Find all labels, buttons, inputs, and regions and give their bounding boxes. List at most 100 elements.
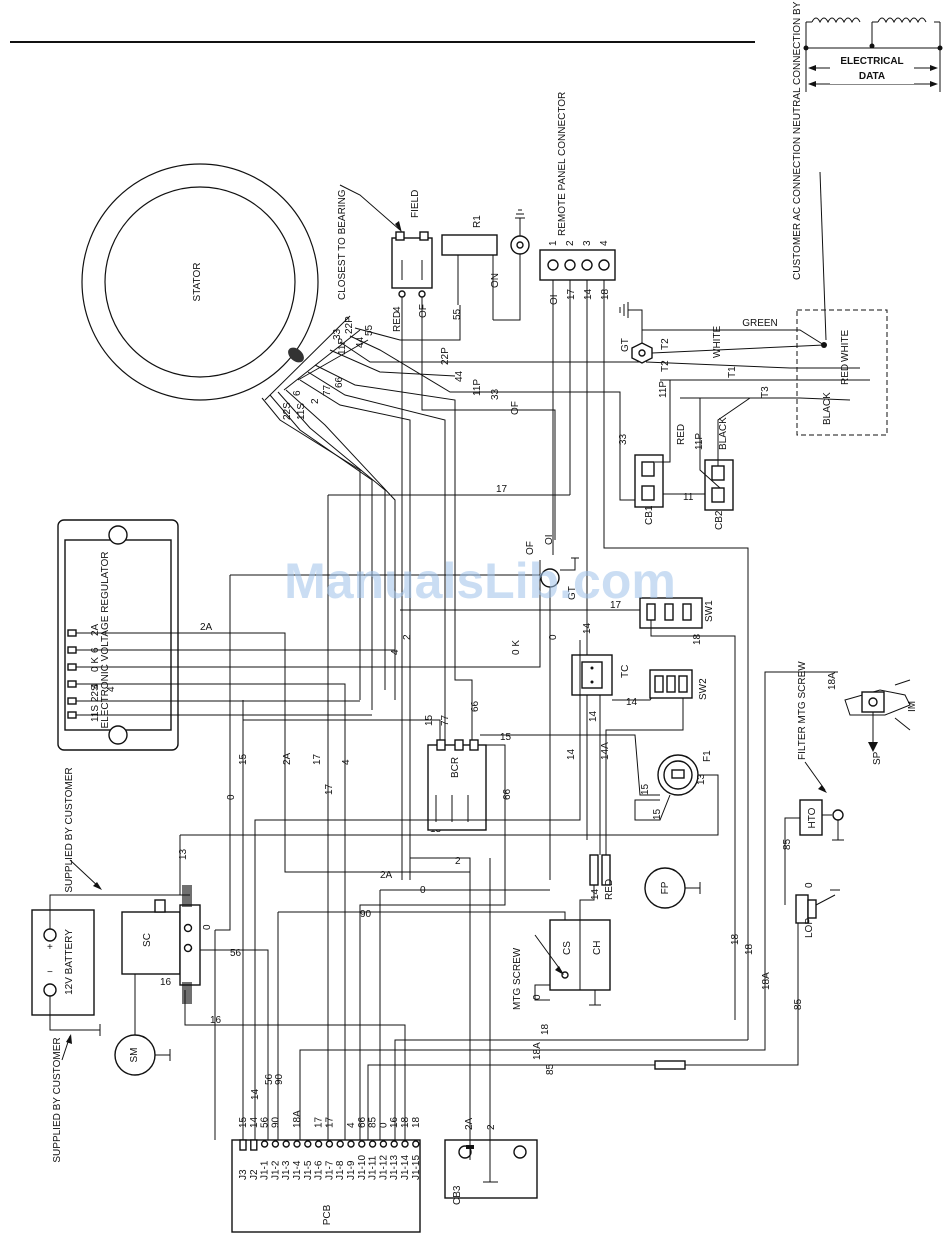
pcb-pin-j1-5 bbox=[304, 1140, 312, 1148]
starter-contactor: SC bbox=[121, 885, 201, 1004]
gt-label: GT bbox=[620, 338, 631, 352]
pcb-wire-label: 90 bbox=[270, 1116, 281, 1128]
pcb-wire-label: 18A bbox=[292, 1110, 303, 1128]
electrical-data-box: ELECTRICAL DATA bbox=[803, 17, 943, 92]
lead-2: 2 bbox=[310, 398, 321, 404]
evr-pin-0k: 0 K bbox=[90, 657, 101, 672]
sw1-switch[interactable]: SW1 bbox=[639, 597, 715, 629]
wire-33-cb: 33 bbox=[618, 433, 629, 445]
pcb-pin-j2 bbox=[250, 1139, 258, 1151]
sm-label: SM bbox=[129, 1048, 140, 1063]
hto-label: HTO bbox=[807, 807, 818, 828]
t2-a: T2 bbox=[660, 338, 671, 350]
pcb-pin-j1-10 bbox=[358, 1140, 366, 1148]
gt-mid-label: GT bbox=[567, 586, 578, 600]
pcb-pin-j1-13 bbox=[390, 1140, 398, 1148]
pcb-pin-j1-1 bbox=[260, 1140, 269, 1148]
pcb-wire-label: 17 bbox=[314, 1116, 325, 1128]
black-inside: BLACK bbox=[822, 392, 833, 425]
pcb-pin-j1-12 bbox=[379, 1140, 388, 1148]
wire-56-v: 56 bbox=[264, 1073, 275, 1085]
pcb-pin-label: J1-9 bbox=[346, 1160, 357, 1180]
wire-56: 56 bbox=[230, 948, 242, 959]
supplied-bottom: SUPPLIED BY CUSTOMER bbox=[52, 1037, 63, 1162]
t2-b: T2 bbox=[660, 360, 671, 372]
stator-label: STATOR bbox=[192, 263, 203, 302]
battery-label: 12V BATTERY bbox=[64, 929, 75, 995]
wire-18a-h: 18A bbox=[532, 1042, 543, 1060]
wire-18a-r: 18A bbox=[761, 972, 772, 990]
wire-0-cs: 0 bbox=[532, 994, 543, 1000]
cs-label: CS bbox=[562, 941, 573, 955]
lead-55: 55 bbox=[364, 324, 375, 336]
white-wire: WHITE bbox=[712, 325, 723, 358]
wire-55: 55 bbox=[452, 308, 463, 320]
pcb-pin-j1-8 bbox=[336, 1140, 344, 1148]
wire-4-evr2: 4 bbox=[106, 686, 117, 692]
gt-terminal: GT bbox=[619, 302, 653, 364]
cb2-label: CB2 bbox=[714, 510, 725, 530]
r1-label: R1 bbox=[472, 215, 483, 228]
pcb-pin-label: J3 bbox=[238, 1169, 249, 1180]
wire-14-pcb: 14 bbox=[250, 1088, 261, 1100]
sc-label: SC bbox=[142, 933, 153, 947]
wire-0k: 0 K bbox=[511, 640, 522, 655]
choke-solenoid: CS CH bbox=[549, 919, 611, 1006]
wire-17-h: 17 bbox=[496, 484, 508, 495]
wire-90-v: 90 bbox=[274, 1073, 285, 1085]
sw2-switch[interactable]: SW2 bbox=[649, 669, 709, 700]
wire-red4: RED bbox=[392, 311, 403, 332]
wire-85-hto: 85 bbox=[782, 838, 793, 850]
pcb-pin-j1-11 bbox=[368, 1140, 377, 1148]
wire-18-h: 18 bbox=[540, 1023, 551, 1035]
stator: STATOR bbox=[81, 163, 319, 401]
wire-14-fuse: 14 bbox=[590, 888, 601, 900]
wire-18a-im: 18A bbox=[827, 672, 838, 690]
remote-panel-connector: 1 2 3 4 bbox=[539, 240, 616, 281]
wire-33-label: 33 bbox=[490, 388, 501, 400]
remote-pin-1: 1 bbox=[548, 240, 559, 246]
lead-66: 66 bbox=[334, 376, 345, 388]
wire-0-sc: 0 bbox=[202, 924, 213, 930]
wire-14-mid: 14 bbox=[566, 748, 577, 760]
wire-18-top: 18 bbox=[600, 288, 611, 300]
remote-panel-label: REMOTE PANEL CONNECTOR bbox=[557, 92, 568, 236]
wire-15-f1b: 15 bbox=[652, 808, 663, 820]
cb1-label: CB1 bbox=[644, 505, 655, 525]
lead-44: 44 bbox=[355, 336, 366, 348]
pcb-label: PCB bbox=[322, 1204, 333, 1225]
field-brushes bbox=[391, 231, 433, 298]
bcr-rectifier: BCR bbox=[427, 739, 487, 831]
pcb-wire-label: 17 bbox=[324, 1116, 335, 1128]
wire-22p-label: 22P bbox=[440, 347, 451, 365]
wire-15-f1a: 15 bbox=[640, 783, 651, 795]
pcb-pin-label: J1-8 bbox=[335, 1160, 346, 1180]
cb3-label: CB3 bbox=[452, 1185, 463, 1205]
wire-14-tc: 14 bbox=[582, 622, 593, 634]
wire-66-top: 66 bbox=[470, 700, 481, 712]
watermark: ManualsLib.com bbox=[284, 553, 676, 609]
wire-14-tc3: 14 bbox=[588, 710, 599, 722]
lead-77: 77 bbox=[322, 384, 333, 396]
wire-0-lop: 0 bbox=[804, 882, 815, 888]
wire-15-bcr: 15 bbox=[500, 732, 512, 743]
pcb-pin-label: J1-5 bbox=[303, 1160, 314, 1180]
pcb-wire-label: 85 bbox=[368, 1116, 379, 1128]
pcb-pin-label: J1-4 bbox=[292, 1160, 303, 1180]
pcb-wire-label: 66 bbox=[357, 1116, 368, 1128]
pcb-wire-label: 15 bbox=[238, 1116, 249, 1128]
wire-of-label: OF bbox=[510, 401, 521, 415]
lead-33: 33 bbox=[332, 328, 343, 340]
remote-pin-3: 3 bbox=[582, 240, 593, 246]
wire-17-sw1: 17 bbox=[610, 600, 622, 611]
wire-66-v: 66 bbox=[502, 788, 513, 800]
wire-0-h: 0 bbox=[420, 885, 426, 896]
wire-18-sw1: 18 bbox=[692, 633, 703, 645]
pcb-wire-label: 18 bbox=[411, 1116, 422, 1128]
starter-motor: SM bbox=[114, 1034, 171, 1076]
evr-pin-4: 4 bbox=[90, 683, 101, 689]
pcb-pin-j1-9 bbox=[347, 1140, 355, 1148]
wire-17-left2: 17 bbox=[324, 783, 335, 795]
lop-switch: LOP bbox=[795, 889, 840, 938]
battery-plus: + bbox=[47, 942, 53, 953]
